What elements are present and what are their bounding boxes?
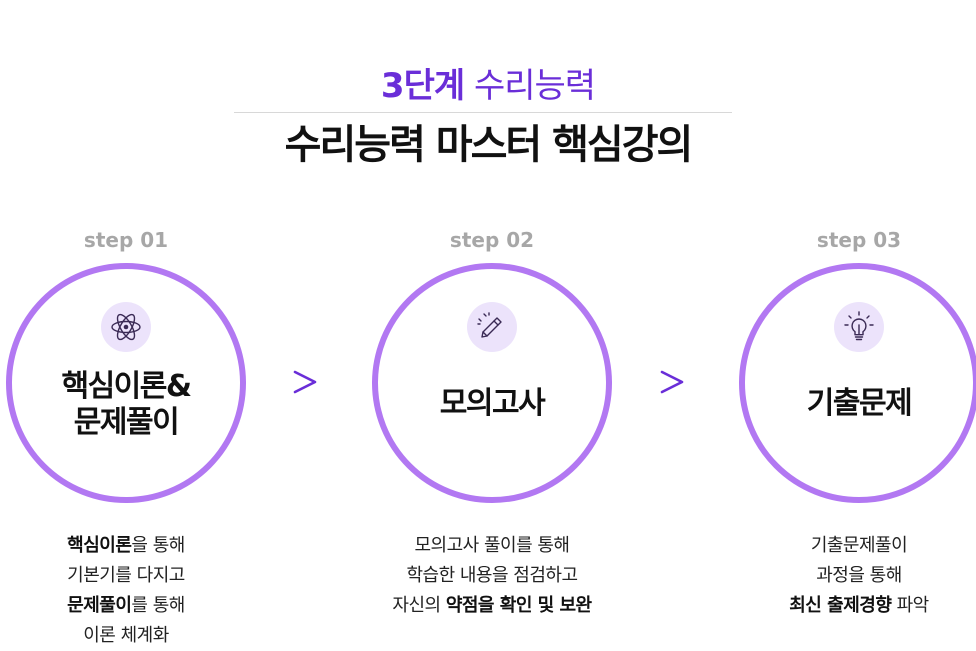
step-title: 핵심이론& 문제풀이: [12, 369, 240, 441]
step-title-line2: 문제풀이: [73, 405, 180, 440]
stage-label: 3단계 수리능력: [0, 64, 976, 108]
desc-emphasis: 핵심이론: [67, 535, 132, 556]
step-circle: 모의고사: [372, 263, 612, 503]
step-label: step 01: [83, 228, 169, 252]
step-arrow: [290, 367, 320, 397]
desc-line: 학습한 내용을 점검하고: [406, 565, 578, 586]
step-description: 모의고사 풀이를 통해 학습한 내용을 점검하고 자신의 약점을 확인 및 보완: [342, 531, 642, 621]
step-label: step 02: [449, 228, 535, 252]
step-label: step 03: [816, 228, 902, 252]
chevron-right-icon: [293, 370, 317, 394]
step-description: 기출문제풀이 과정을 통해 최신 출제경향 파악: [709, 531, 976, 621]
step-description: 핵심이론을 통해 기본기를 다지고 문제풀이를 통해 이론 체계화: [0, 531, 276, 651]
stage-subject: 수리능력: [473, 66, 596, 106]
desc-text: 파악: [891, 595, 930, 616]
step-circle: 기출문제: [739, 263, 976, 503]
step-title: 모의고사: [439, 386, 546, 421]
desc-line: 이론 체계화: [83, 625, 169, 646]
desc-line: 최신 출제경향 파악: [709, 591, 976, 621]
desc-emphasis: 문제풀이: [67, 595, 132, 616]
icon-badge: [101, 302, 151, 352]
desc-line: 모의고사 풀이를 통해: [414, 535, 570, 556]
chevron-right-icon: [660, 370, 684, 394]
desc-line: 기본기를 다지고: [67, 565, 185, 586]
lightbulb-icon: [844, 311, 874, 341]
stage-number: 3단계: [380, 66, 465, 106]
page-title: 수리능력 마스터 핵심강의: [284, 122, 694, 168]
step-arrow: [657, 367, 687, 397]
desc-line: 문제풀이를 통해: [0, 591, 276, 621]
pencil-icon: [477, 312, 502, 338]
desc-line: 자신의 약점을 확인 및 보완: [342, 591, 642, 621]
desc-line: 핵심이론을 통해: [0, 531, 276, 561]
step-title: 기출문제: [806, 386, 913, 421]
desc-line: 과정을 통해: [816, 565, 902, 586]
step-title-line1: 핵심이론&: [61, 369, 192, 404]
desc-text: 자신의: [392, 595, 446, 616]
title-divider: [234, 112, 732, 113]
atom-icon: [111, 313, 141, 341]
desc-text: 을 통해: [131, 535, 185, 556]
icon-badge: [467, 302, 517, 352]
desc-line: 기출문제풀이: [810, 535, 908, 556]
desc-text: 를 통해: [131, 595, 185, 616]
desc-emphasis: 약점을 확인 및 보완: [445, 595, 592, 616]
step-circle: 핵심이론& 문제풀이: [6, 263, 246, 503]
desc-emphasis: 최신 출제경향: [789, 595, 892, 616]
icon-badge: [834, 302, 884, 352]
